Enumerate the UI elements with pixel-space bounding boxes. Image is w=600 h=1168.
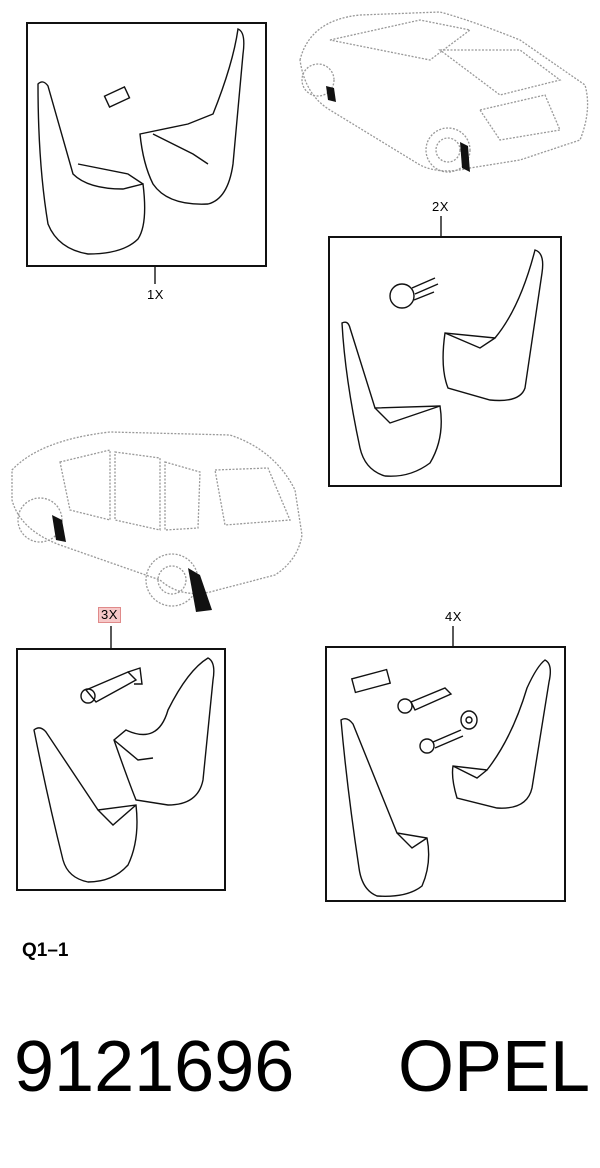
minivan-mudflap-marks (52, 515, 212, 612)
quantity-label-2x: 2X (432, 199, 449, 214)
quantity-label-1x: 1X (147, 287, 164, 302)
brand-name: OPEL (398, 1027, 591, 1107)
mudflap-set-4-drawing (340, 659, 552, 897)
panel-4x (325, 646, 566, 902)
panel-3x (16, 648, 226, 891)
mudflap-set-1-drawing (37, 28, 245, 255)
quantity-label-3x: 3X (98, 607, 121, 623)
panel-2x (328, 236, 562, 487)
mudflap-set-2-drawing (341, 249, 544, 477)
mudflap-set-3-drawing (33, 657, 215, 883)
quantity-label-4x: 4X (445, 609, 462, 624)
convertible-mudflap-marks (326, 86, 470, 172)
convertible-car-illustration (299, 11, 589, 173)
panel-1x (26, 22, 267, 267)
part-number: 9121696 (14, 1027, 295, 1107)
diagram-code: Q1–1 (22, 940, 69, 961)
